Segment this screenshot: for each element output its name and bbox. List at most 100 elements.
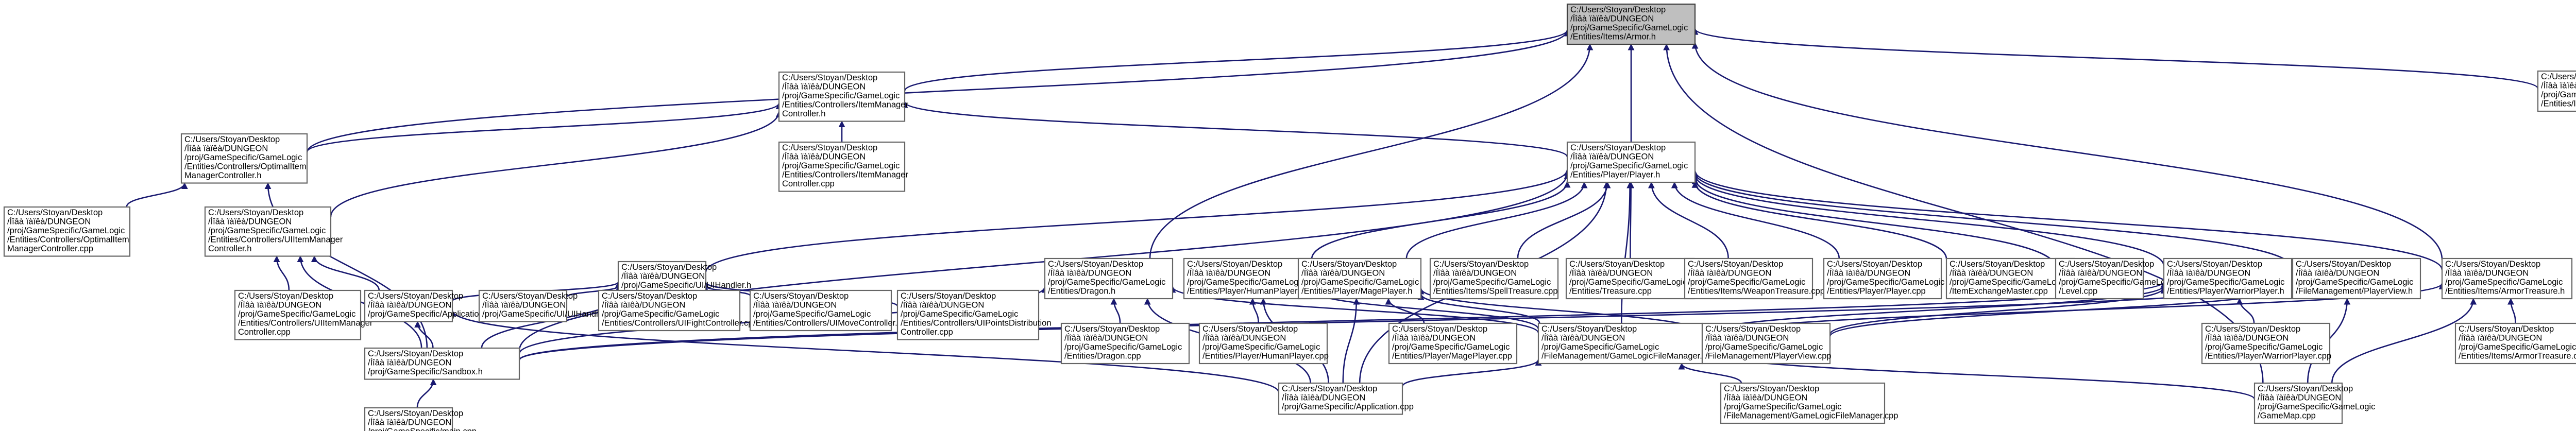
node-label-line: Controller.h (208, 244, 251, 253)
node-label-line: /proj/GameSpecific/UI/UIHandler.cpp (482, 309, 621, 319)
file-node-armor-cpp[interactable]: C:/Users/Stoyan/Desktop/Íîâà ïàïêà/DUNGE… (2537, 70, 2576, 112)
file-node-mageplayer-cpp[interactable]: C:/Users/Stoyan/Desktop/Íîâà ïàïêà/DUNGE… (1388, 322, 1518, 365)
node-label-line: /proj/GameSpecific/Application.cpp (1282, 402, 1414, 411)
node-label-line: /Íîâà ïàïêà/DUNGEON (2445, 268, 2529, 278)
file-node-player-h[interactable]: C:/Users/Stoyan/Desktop/Íîâà ïàïêà/DUNGE… (1566, 141, 1696, 183)
node-label-line: /proj/GameSpecific/main.cpp (368, 427, 477, 431)
edge-player-h-to-weapontreasure-cpp (1648, 181, 1729, 259)
node-label-line: /Íîâà ïàïêà/DUNGEON (1187, 268, 1270, 278)
file-node-itemmanager-cpp[interactable]: C:/Users/Stoyan/Desktop/Íîâà ïàïêà/DUNGE… (778, 141, 908, 192)
node-box (2454, 322, 2576, 365)
node-box (234, 289, 362, 340)
file-node-player-cpp[interactable]: C:/Users/Stoyan/Desktop/Íîâà ïàïêà/DUNGE… (1823, 257, 1944, 300)
file-node-uifight-cpp[interactable]: C:/Users/Stoyan/Desktop/Íîâà ïàïêà/DUNGE… (598, 289, 758, 332)
node-label-line: /Íîâà ïàïêà/DUNGEON (1569, 268, 1653, 278)
node-label-line: C:/Users/Stoyan/Desktop (2541, 72, 2576, 81)
node-label-line: /proj/GameSpecific/GameLogic (238, 309, 355, 319)
node-label-line: /proj/GameSpecific/GameLogic (1392, 342, 1510, 352)
node-label-line: /proj/GameSpecific/GameLogic (1048, 278, 1165, 287)
node-label-line: /Íîâà ïàïêà/DUNGEON (901, 300, 984, 310)
node-label-line: /Íîâà ïàïêà/DUNGEON (1705, 333, 1789, 343)
file-node-armortreasure-h[interactable]: C:/Users/Stoyan/Desktop/Íîâà ïàïêà/DUNGE… (2441, 257, 2573, 300)
node-label-line: /FileManagement/PlayerView.h (2296, 287, 2413, 296)
file-node-warriorplayer-h[interactable]: C:/Users/Stoyan/Desktop/Íîâà ïàïêà/DUNGE… (2163, 257, 2293, 300)
file-node-humanplayer-h[interactable]: C:/Users/Stoyan/Desktop/Íîâà ïàïêà/DUNGE… (1183, 257, 1313, 300)
file-node-main-cpp[interactable]: C:/Users/Stoyan/Desktop/Íîâà ïàïêà/DUNGE… (364, 407, 477, 431)
file-node-playerview-h[interactable]: C:/Users/Stoyan/Desktop/Íîâà ïàïêà/DUNGE… (2292, 257, 2421, 300)
file-node-itemexchange-cpp[interactable]: C:/Users/Stoyan/Desktop/Íîâà ïàïêà/DUNGE… (1945, 257, 2075, 300)
node-label-line: /Entities/Items/SpellTreasure.cpp (1433, 287, 1558, 296)
node-label-line: /proj/GameSpecific/GameLogic (753, 309, 871, 319)
edge-player-h-to-armortreasure-h (1691, 170, 2443, 270)
node-label-line: /proj/GameSpecific/GameLogic (782, 161, 900, 170)
node-label-line: /proj/GameSpecific/GameLogic (1433, 278, 1551, 287)
node-box (1720, 382, 1886, 424)
edge-player-h-to-sandbox-h (518, 172, 1571, 351)
node-label-line: /FileManagement/GameLogicFileManager.h (1541, 352, 1707, 361)
node-label-line: /proj/GameSpecific/GameLogic (2459, 342, 2576, 352)
file-node-application-h[interactable]: C:/Users/Stoyan/Desktop/Íîâà ïàïêà/DUNGE… (364, 289, 490, 322)
file-node-dragon-h[interactable]: C:/Users/Stoyan/Desktop/Íîâà ïàïêà/DUNGE… (1044, 257, 1174, 300)
edge-player-h-to-playerview-h (1691, 171, 2294, 269)
node-label-line: /Íîâà ïàïêà/DUNGEON (1301, 268, 1385, 278)
file-node-itemmanager-h[interactable]: C:/Users/Stoyan/Desktop/Íîâà ïàïêà/DUNGE… (778, 71, 908, 122)
node-box (1701, 322, 1831, 365)
file-node-spelltreasure-cpp[interactable]: C:/Users/Stoyan/Desktop/Íîâà ïàïêà/DUNGE… (1429, 257, 1559, 300)
file-node-uiuihandler-cpp[interactable]: C:/Users/Stoyan/Desktop/Íîâà ïàïêà/DUNGE… (478, 289, 621, 322)
file-node-mageplayer-h[interactable]: C:/Users/Stoyan/Desktop/Íîâà ïàïêà/DUNGE… (1297, 257, 1422, 300)
file-node-uiuihandler-h[interactable]: C:/Users/Stoyan/Desktop/Íîâà ïàïêà/DUNGE… (617, 261, 751, 294)
file-node-warriorplayer-cpp[interactable]: C:/Users/Stoyan/Desktop/Íîâà ïàïêà/DUNGE… (2201, 322, 2331, 365)
node-label-line: /proj/GameSpecific/GameLogic (1570, 161, 1688, 170)
node-label-line: /proj/GameSpecific/GameLogic (1950, 278, 2067, 287)
node-label-line: /Entities/Player/WarriorPlayer.cpp (2205, 352, 2331, 361)
file-node-dragon-cpp[interactable]: C:/Users/Stoyan/Desktop/Íîâà ïàïêà/DUNGE… (1060, 322, 1190, 365)
node-label-line: /proj/GameSpecific/Application.h (368, 309, 490, 319)
node-layer: C:/Users/Stoyan/Desktop/Íîâà ïàïêà/DUNGE… (3, 3, 2576, 431)
file-node-uimove-cpp[interactable]: C:/Users/Stoyan/Desktop/Íîâà ïàïêà/DUNGE… (749, 289, 911, 332)
node-box (2441, 257, 2573, 300)
file-node-uiitemmanager-cpp[interactable]: C:/Users/Stoyan/Desktop/Íîâà ïàïêà/DUNGE… (234, 289, 373, 340)
file-node-optimalitem-h[interactable]: C:/Users/Stoyan/Desktop/Íîâà ïàïêà/DUNGE… (180, 133, 308, 184)
node-label-line: /proj/GameSpecific/GameLogic (901, 309, 1018, 319)
node-label-line: C:/Users/Stoyan/Desktop (2167, 260, 2262, 269)
edge-armor-h-to-itemmanager-h (904, 29, 1571, 92)
node-label-line: C:/Users/Stoyan/Desktop (1433, 260, 1529, 269)
node-label-line: ManagerController.h (184, 171, 262, 180)
node-box (478, 289, 568, 322)
edge-filemanager-h-to-application-cpp (1401, 359, 1542, 387)
node-label-line: /Íîâà ïàïêà/DUNGEON (368, 418, 451, 427)
file-node-level-cpp[interactable]: C:/Users/Stoyan/Desktop/Íîâà ïàïêà/DUNGE… (2055, 257, 2176, 300)
node-box (1945, 257, 2075, 300)
node-label-line: /Íîâà ïàïêà/DUNGEON (1827, 268, 1910, 278)
node-label-line: /Íîâà ïàïêà/DUNGEON (482, 300, 566, 310)
file-node-playerview-cpp[interactable]: C:/Users/Stoyan/Desktop/Íîâà ïàïêà/DUNGE… (1701, 322, 1832, 365)
node-box (2055, 257, 2144, 300)
file-node-weapontreasure-cpp[interactable]: C:/Users/Stoyan/Desktop/Íîâà ïàïêà/DUNGE… (1684, 257, 1825, 300)
node-label-line: C:/Users/Stoyan/Desktop (2059, 260, 2154, 269)
file-node-armortreasure-cpp[interactable]: C:/Users/Stoyan/Desktop/Íîâà ïàïêà/DUNGE… (2454, 322, 2576, 365)
file-node-uipoints-cpp[interactable]: C:/Users/Stoyan/Desktop/Íîâà ïàïêà/DUNGE… (896, 289, 1052, 340)
node-label-line: /proj/GameSpecific/GameLogic (2059, 278, 2176, 287)
edge-layer (126, 28, 2539, 408)
file-node-filemanager-h[interactable]: C:/Users/Stoyan/Desktop/Íîâà ïàïêà/DUNGE… (1537, 322, 1707, 365)
node-label-line: /Íîâà ïàïêà/DUNGEON (2459, 333, 2542, 343)
node-box (2163, 257, 2293, 300)
file-node-treasure-cpp[interactable]: C:/Users/Stoyan/Desktop/Íîâà ïàïêà/DUNGE… (1565, 257, 1695, 300)
node-label-line: /proj/GameSpecific/GameLogic (1827, 278, 1944, 287)
node-label-line: /Íîâà ïàïêà/DUNGEON (602, 300, 685, 310)
file-node-optimalitem-cpp[interactable]: C:/Users/Stoyan/Desktop/Íîâà ïàïêà/DUNGE… (3, 206, 131, 257)
node-label-line: /proj/GameSpecific/GameLogic (7, 226, 125, 235)
file-node-application-cpp[interactable]: C:/Users/Stoyan/Desktop/Íîâà ïàïêà/DUNGE… (1278, 382, 1414, 415)
file-node-armor-h[interactable]: C:/Users/Stoyan/Desktop/Íîâà ïàïêà/DUNGE… (1566, 3, 1696, 45)
file-node-sandbox-h[interactable]: C:/Users/Stoyan/Desktop/Íîâà ïàïêà/DUNGE… (364, 347, 520, 380)
node-label-line: /proj/GameSpecific/GameLogic (2541, 90, 2576, 99)
node-label-line: /Entities/Controllers/UIFightController.… (602, 319, 758, 328)
node-label-line: C:/Users/Stoyan/Desktop (1688, 260, 1783, 269)
file-node-humanplayer-cpp[interactable]: C:/Users/Stoyan/Desktop/Íîâà ïàïêà/DUNGE… (1198, 322, 1329, 365)
node-label-line: /Íîâà ïàïêà/DUNGEON (208, 217, 292, 227)
node-box (1388, 322, 1518, 365)
file-node-uiitemmanager-h[interactable]: C:/Users/Stoyan/Desktop/Íîâà ïàïêà/DUNGE… (204, 206, 343, 257)
node-label-line: /proj/GameSpecific/UI/UIHandler.h (621, 281, 751, 290)
file-node-gamemap-cpp[interactable]: C:/Users/Stoyan/Desktop/Íîâà ïàïêà/DUNGE… (2253, 382, 2375, 424)
file-node-filemanager-cpp[interactable]: C:/Users/Stoyan/Desktop/Íîâà ïàïêà/DUNGE… (1720, 382, 1898, 424)
